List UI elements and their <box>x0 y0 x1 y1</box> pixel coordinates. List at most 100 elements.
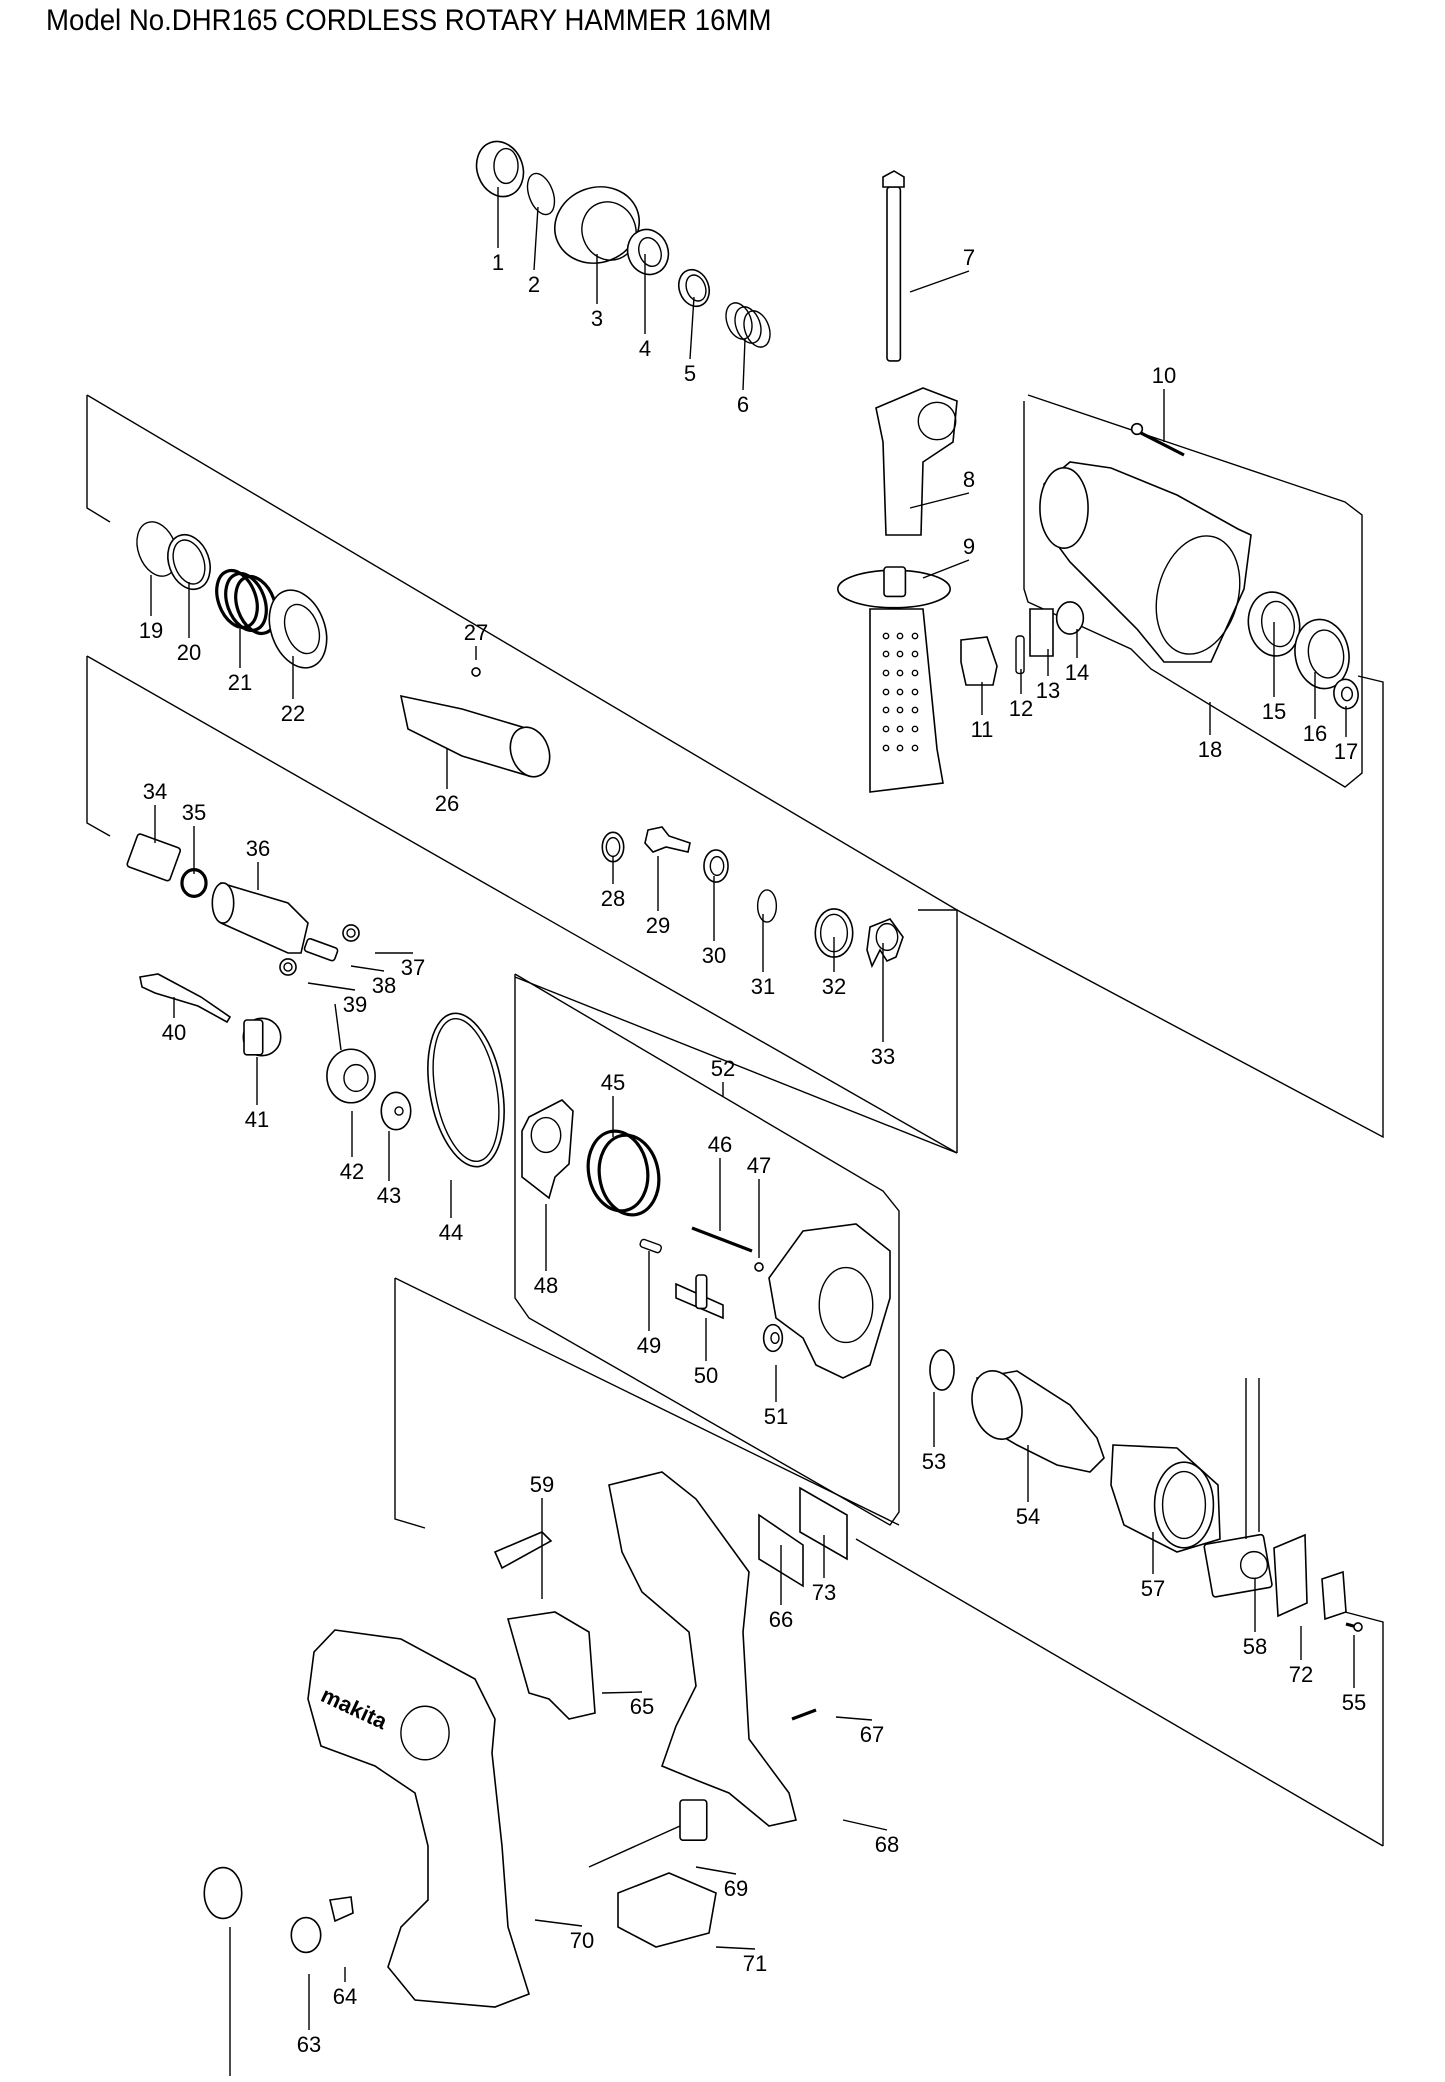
group-frame-line <box>86 655 958 1154</box>
part-number-label: 7 <box>963 245 975 270</box>
cylinder-36-end <box>211 882 235 924</box>
grip-dot <box>882 650 890 658</box>
grip-dot <box>911 706 919 714</box>
leader-line <box>715 1946 756 1950</box>
part-number-label: 40 <box>162 1020 186 1045</box>
stator-57-bore <box>1153 1461 1215 1549</box>
retaining-ring-part <box>526 172 556 216</box>
clutch-41-body <box>243 1019 264 1056</box>
steel-ball-47 <box>754 1262 764 1272</box>
side-grip-post <box>883 566 907 598</box>
spring-21-coil <box>224 572 268 632</box>
ring-37-inner <box>346 928 356 938</box>
part-number-label: 52 <box>711 1056 735 1081</box>
o-ring-53 <box>929 1349 955 1391</box>
part-number-label: 5 <box>684 361 696 386</box>
grip-dot <box>896 706 904 714</box>
leader-line <box>307 982 356 991</box>
bearing-51-inner <box>770 1331 780 1345</box>
screw-part <box>1136 429 1185 457</box>
name-plate-73 <box>799 1486 848 1561</box>
part-number-label: 67 <box>860 1722 884 1747</box>
seal-ring-part <box>475 140 525 198</box>
clutch-cam-22 <box>268 589 328 669</box>
leader-line <box>742 338 746 391</box>
spring-45b <box>597 1133 661 1217</box>
leader-line <box>909 492 970 509</box>
part-number-label: 35 <box>182 800 206 825</box>
part-number-label: 11 <box>971 717 994 742</box>
grip-dot <box>911 744 919 752</box>
washer-inner <box>638 236 662 268</box>
spur-gear-43-hub <box>394 1106 404 1116</box>
housing-left-70 <box>307 1629 530 2008</box>
part-number-label: 3 <box>591 306 603 331</box>
lock-plate-50b <box>695 1274 708 1310</box>
lock-button-part <box>1029 608 1054 657</box>
leader-line <box>835 1716 873 1721</box>
part-number-label: 16 <box>1303 721 1327 746</box>
part-number-label: 10 <box>1152 363 1176 388</box>
part-number-label: 28 <box>601 886 625 911</box>
spring-45 <box>586 1129 650 1213</box>
grip-dot <box>882 688 890 696</box>
part-number-label: 26 <box>435 791 459 816</box>
part-number-label: 9 <box>963 534 975 559</box>
group-frame-line <box>1344 1611 1384 1846</box>
part-number-label: 53 <box>922 1449 946 1474</box>
o-ring-30 <box>703 849 729 883</box>
bearing-51 <box>762 1323 784 1353</box>
part-number-label: 6 <box>737 392 749 417</box>
lead-unit-69 <box>679 1799 708 1841</box>
part-number-label: 1 <box>492 250 504 275</box>
part-number-label: 8 <box>963 467 975 492</box>
bearing-box-52-bore <box>818 1266 874 1344</box>
part-number-label: 73 <box>812 1580 836 1605</box>
switch-lever-59 <box>493 1531 553 1570</box>
grip-dot <box>911 669 919 677</box>
impact-bolt-29 <box>644 826 691 853</box>
part-number-label: 47 <box>747 1153 771 1178</box>
group-frame-line <box>394 1278 426 1529</box>
grip-dot <box>911 688 919 696</box>
group-frame-line <box>514 976 958 1154</box>
part-number-label: 43 <box>377 1183 401 1208</box>
part-number-label: 42 <box>340 1159 364 1184</box>
shaft-40 <box>139 973 232 1024</box>
depth-rod-part <box>886 186 902 362</box>
switch-65 <box>506 1611 596 1720</box>
o-ring-part <box>1055 601 1085 635</box>
o-ring-44 <box>427 1012 505 1168</box>
part-number-label: 57 <box>1141 1576 1165 1601</box>
part-number-label: 70 <box>570 1928 594 1953</box>
group-frames <box>86 394 1384 1847</box>
bearing-part <box>1294 618 1350 690</box>
leader-line <box>909 270 970 293</box>
part-number-label: 38 <box>372 973 396 998</box>
gear-housing-part <box>1043 461 1252 663</box>
part-number-label: 72 <box>1289 1662 1313 1687</box>
part-number-label: 36 <box>246 836 270 861</box>
side-grip-handle <box>869 608 944 793</box>
grip-dot <box>911 725 919 733</box>
leader-line <box>842 1819 888 1831</box>
lead-wire <box>588 1825 681 1868</box>
part-number-label: 29 <box>646 913 670 938</box>
part-number-label: 14 <box>1065 660 1089 685</box>
screw-head <box>1130 422 1144 436</box>
part-number-label: 55 <box>1342 1690 1366 1715</box>
part-number-label: 18 <box>1198 737 1222 762</box>
group-frame-line <box>918 909 958 1153</box>
part-number-label: 51 <box>764 1404 788 1429</box>
spring-coil <box>743 310 771 348</box>
group-frame-line <box>514 973 900 1526</box>
cap-61 <box>203 1866 243 1920</box>
group-frame-line <box>1023 394 1363 788</box>
part-number-label: 32 <box>822 974 846 999</box>
plate-33 <box>866 918 904 969</box>
grip-dot <box>882 744 890 752</box>
terminal-block <box>1321 1570 1347 1621</box>
part-number-label: 65 <box>630 1694 654 1719</box>
part-number-label: 17 <box>1334 739 1358 764</box>
pin-38 <box>303 937 339 962</box>
